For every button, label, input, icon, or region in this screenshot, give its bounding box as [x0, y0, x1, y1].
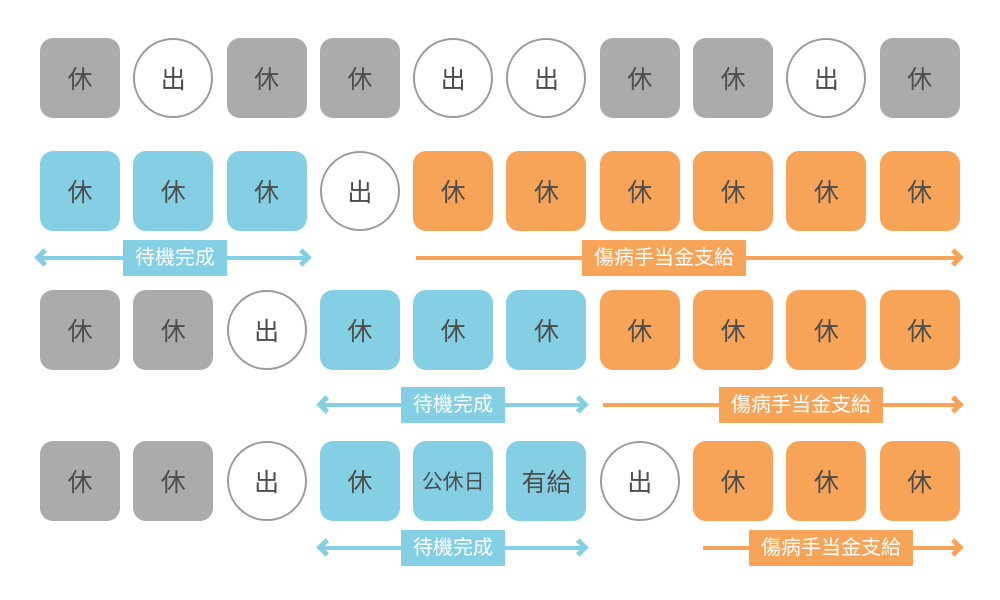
schedule-row-3: 休休出休休休休休休休: [40, 290, 960, 370]
waiting-day-cell: 休: [506, 290, 587, 370]
benefit-payment-arrow: 傷病手当金支給: [700, 528, 964, 568]
work-day-circle: 出: [506, 38, 587, 118]
arrow-right-head-icon: [945, 248, 964, 267]
waiting-day-cell: 休: [133, 151, 214, 231]
waiting-period-arrow: 待機完成: [34, 238, 312, 278]
arrow-right-head-icon: [945, 395, 964, 414]
benefit-payment-label: 傷病手当金支給: [582, 240, 746, 276]
arrow-right-head-icon: [293, 248, 312, 267]
benefit-payment-arrow: 傷病手当金支給: [413, 238, 964, 278]
benefit-day-cell: 休: [879, 290, 960, 370]
waiting-day-cell: 休: [319, 290, 400, 370]
benefit-payment-arrow: 傷病手当金支給: [600, 385, 964, 425]
waiting-day-cell: 休: [319, 441, 400, 521]
waiting-day-cell: 有給: [506, 441, 587, 521]
rest-day-cell: 休: [879, 38, 960, 118]
benefit-day-cell: 休: [413, 151, 494, 231]
rest-day-cell: 休: [40, 290, 120, 370]
waiting-period-label: 待機完成: [123, 240, 227, 276]
benefit-payment-label: 傷病手当金支給: [719, 387, 883, 423]
benefit-day-cell: 休: [786, 151, 867, 231]
arrow-right-head-icon: [570, 538, 589, 557]
waiting-period-label: 待機完成: [401, 387, 505, 423]
benefit-day-cell: 休: [599, 290, 680, 370]
waiting-day-cell: 公休日: [413, 441, 494, 521]
benefit-day-cell: 休: [786, 290, 867, 370]
rest-day-cell: 休: [40, 38, 120, 118]
rest-day-cell: 休: [133, 441, 214, 521]
arrow-right-head-icon: [945, 538, 964, 557]
waiting-period-arrow: 待機完成: [316, 385, 589, 425]
work-day-circle: 出: [226, 441, 307, 521]
arrow-right-head-icon: [570, 395, 589, 414]
rest-day-cell: 休: [226, 38, 307, 118]
benefit-payment-label: 傷病手当金支給: [749, 530, 913, 566]
work-day-circle: 出: [319, 151, 400, 231]
benefit-day-cell: 休: [879, 151, 960, 231]
rest-day-cell: 休: [133, 290, 214, 370]
benefit-day-cell: 休: [599, 151, 680, 231]
rest-day-cell: 休: [693, 38, 774, 118]
work-day-circle: 出: [133, 38, 214, 118]
waiting-day-cell: 休: [40, 151, 120, 231]
schedule-row-1: 休出休休出出休休出休: [40, 38, 960, 118]
work-day-circle: 出: [413, 38, 494, 118]
schedule-row-4: 休休出休公休日有給出休休休: [40, 441, 960, 521]
work-day-circle: 出: [226, 290, 307, 370]
waiting-day-cell: 休: [226, 151, 307, 231]
benefit-day-cell: 休: [786, 441, 867, 521]
benefit-day-cell: 休: [506, 151, 587, 231]
benefit-day-cell: 休: [879, 441, 960, 521]
rest-day-cell: 休: [599, 38, 680, 118]
work-day-circle: 出: [599, 441, 680, 521]
benefit-day-cell: 休: [693, 290, 774, 370]
benefit-day-cell: 休: [693, 441, 774, 521]
waiting-period-label: 待機完成: [401, 530, 505, 566]
work-day-circle: 出: [786, 38, 867, 118]
rest-day-cell: 休: [319, 38, 400, 118]
waiting-period-arrow: 待機完成: [316, 528, 589, 568]
schedule-row-2: 休休休出休休休休休休: [40, 151, 960, 231]
waiting-day-cell: 休: [413, 290, 494, 370]
benefit-day-cell: 休: [693, 151, 774, 231]
rest-day-cell: 休: [40, 441, 120, 521]
